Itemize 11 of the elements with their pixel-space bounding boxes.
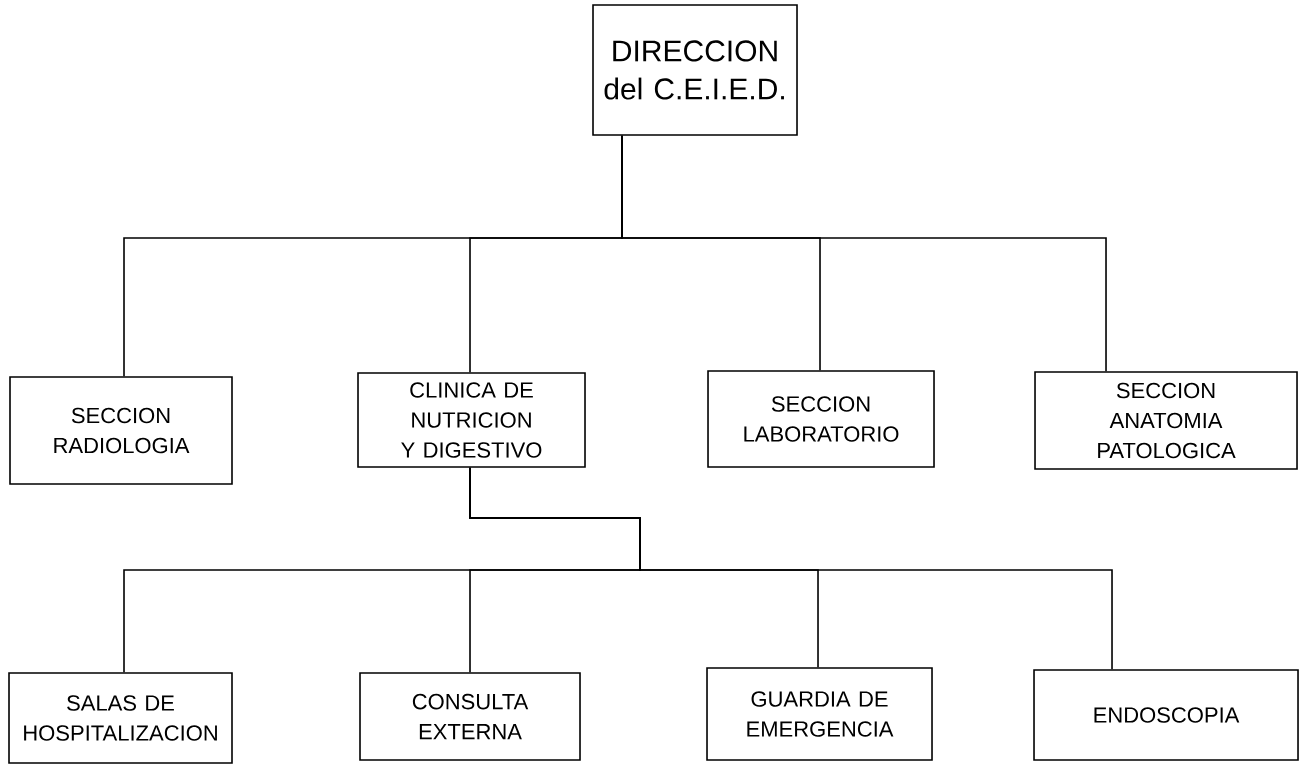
org-box: CLINICA DE NUTRICION Y DIGESTIVO — [357, 372, 586, 468]
org-box: SALAS DE HOSPITALIZACION — [8, 672, 233, 764]
connector-line — [469, 467, 1113, 670]
org-box: CONSULTA EXTERNA — [359, 672, 581, 761]
org-box: SECCION LABORATORIO — [707, 370, 935, 468]
org-box: SECCION ANATOMIA PATOLOGICA — [1034, 371, 1298, 470]
org-box: DIRECCION del C.E.I.E.D. — [592, 4, 798, 136]
connector-line — [621, 135, 1107, 372]
org-box: SECCION RADIOLOGIA — [9, 376, 233, 485]
org-box: ENDOSCOPIA — [1033, 669, 1299, 761]
org-box: GUARDIA DE EMERGENCIA — [706, 667, 933, 761]
